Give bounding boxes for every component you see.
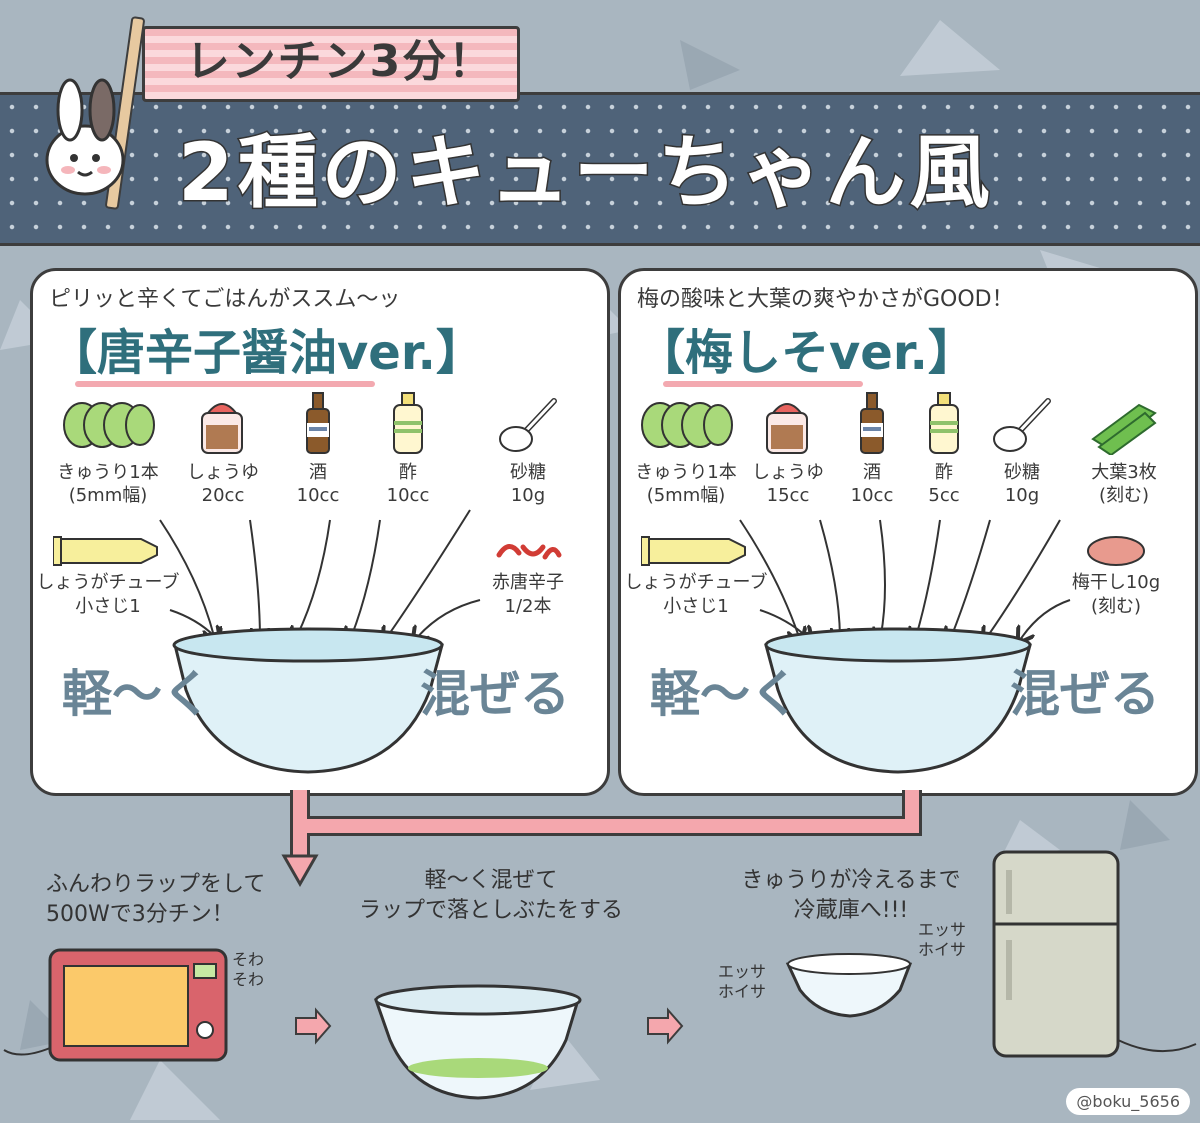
vinegar-bottle-icon	[889, 391, 999, 455]
ingredient-label: しょうゆ	[187, 462, 259, 483]
sugar-spoon-icon	[967, 391, 1077, 455]
ginger-tube-icon	[52, 536, 158, 566]
page-title: 2種のキューちゃん風	[177, 126, 994, 219]
ingredient-qty: 5cc	[928, 485, 960, 506]
ingredient-qty: (刻む)	[1098, 485, 1150, 506]
sugar-spoon-icon	[473, 391, 583, 455]
ingredient-qty: (5mm幅)	[68, 485, 148, 506]
ingredient-sugar: 砂糖 10g	[473, 391, 583, 507]
mix-label-left: 軽〜く	[62, 665, 212, 723]
ingredient-label: 大葉3枚	[1091, 462, 1157, 483]
sake-bottle-icon	[263, 391, 373, 455]
recipe-version-title: 【梅しそver.】	[637, 325, 976, 381]
ingredient-sake: 酒 10cc	[817, 391, 927, 507]
ingredient-qty: (5mm幅)	[646, 485, 726, 506]
flag-text: レンチン3分！	[185, 36, 495, 87]
ingredient-ginger: しょうがチューブ 小さじ1	[33, 533, 183, 619]
ingredient-label: きゅうり1本	[57, 462, 159, 483]
recipe-note: 梅の酸味と大葉の爽やかさがGOOD！	[637, 287, 1014, 312]
author-credit: @boku_5656	[1066, 1088, 1190, 1115]
red-chili-icon	[496, 544, 562, 560]
ingredient-label: しょうがチューブ	[36, 572, 180, 593]
ingredient-shiso: 大葉3枚 (刻む)	[1069, 391, 1179, 507]
sake-bottle-icon	[817, 391, 927, 455]
ingredient-soy-sauce: しょうゆ 20cc	[168, 391, 278, 507]
step-stir-text: 軽〜く混ぜて ラップで落としぶたをする	[358, 868, 623, 923]
soy-sauce-icon	[733, 391, 843, 455]
ingredient-qty: 10cc	[296, 485, 340, 506]
sowa-text: そわ そわ	[232, 950, 265, 989]
ingredient-umeboshi: 梅干し10g (刻む)	[1041, 533, 1191, 619]
step-microwave-text: ふんわりラップをして 500Wで3分チン！	[46, 872, 266, 927]
mix-label-left: 軽〜く	[650, 665, 800, 723]
cucumber-icon	[53, 391, 163, 455]
ingredient-qty: 10g	[510, 485, 546, 506]
ingredient-ginger: しょうがチューブ 小さじ1	[621, 533, 771, 619]
mix-label-right: 混ぜる	[420, 665, 570, 723]
essa-hoisa-right: エッサ ホイサ	[918, 920, 967, 959]
ingredient-sake: 酒 10cc	[263, 391, 373, 507]
bunny-mascot-icon	[45, 78, 125, 196]
title-flag	[142, 26, 520, 102]
ingredient-qty: 小さじ1	[663, 596, 729, 617]
mix-label-right: 混ぜる	[1010, 665, 1160, 723]
recipe-version-title: 【唐辛子醤油ver.】	[49, 325, 484, 381]
recipe-card-ume-shiso: 梅の酸味と大葉の爽やかさがGOOD！ 【梅しそver.】 きゅうり1本 (5mm…	[618, 268, 1198, 796]
ingredient-label: 砂糖	[1004, 462, 1040, 483]
step-fridge-text: きゅうりが冷えるまで 冷蔵庫へ!!!	[741, 868, 961, 923]
ingredient-vinegar: 酢 10cc	[353, 391, 463, 507]
ingredient-qty: 10cc	[386, 485, 430, 506]
ingredient-label: 酢	[935, 462, 953, 483]
ingredient-cucumber: きゅうり1本 (5mm幅)	[631, 391, 741, 507]
recipe-note: ピリッと辛くてごはんがススム〜ッ	[49, 287, 401, 312]
ingredient-qty: 10g	[1004, 485, 1040, 506]
ingredient-sugar: 砂糖 10g	[967, 391, 1077, 507]
ingredient-vinegar: 酢 5cc	[889, 391, 999, 507]
umeboshi-icon	[1087, 536, 1145, 566]
ingredient-label: 酒	[309, 462, 327, 483]
ingredient-label: きゅうり1本	[635, 462, 737, 483]
ingredient-qty: 1/2本	[504, 596, 552, 617]
ingredient-qty: 小さじ1	[75, 596, 141, 617]
ingredient-cucumber: きゅうり1本 (5mm幅)	[53, 391, 163, 507]
ginger-tube-icon	[640, 536, 746, 566]
ingredient-qty: 10cc	[850, 485, 894, 506]
ingredient-label: 酢	[399, 462, 417, 483]
ingredient-label: 赤唐辛子	[492, 572, 564, 593]
ingredient-qty: (刻む)	[1090, 596, 1142, 617]
ingredient-qty: 20cc	[201, 485, 245, 506]
ingredient-label: 砂糖	[510, 462, 546, 483]
ingredient-qty: 15cc	[766, 485, 810, 506]
shiso-leaf-icon	[1069, 391, 1179, 455]
ingredient-label: しょうがチューブ	[624, 572, 768, 593]
vinegar-bottle-icon	[353, 391, 463, 455]
title-underline	[663, 381, 863, 387]
ingredient-label: 梅干し10g	[1071, 572, 1161, 593]
ingredient-label: 酒	[863, 462, 881, 483]
title-underline	[75, 381, 375, 387]
cucumber-icon	[631, 391, 741, 455]
ingredient-red-chili: 赤唐辛子 1/2本	[453, 533, 603, 619]
soy-sauce-icon	[168, 391, 278, 455]
essa-hoisa-left: エッサ ホイサ	[718, 962, 767, 1001]
title-banner	[0, 92, 1200, 246]
ingredient-label: しょうゆ	[752, 462, 824, 483]
ingredient-soy-sauce: しょうゆ 15cc	[733, 391, 843, 507]
